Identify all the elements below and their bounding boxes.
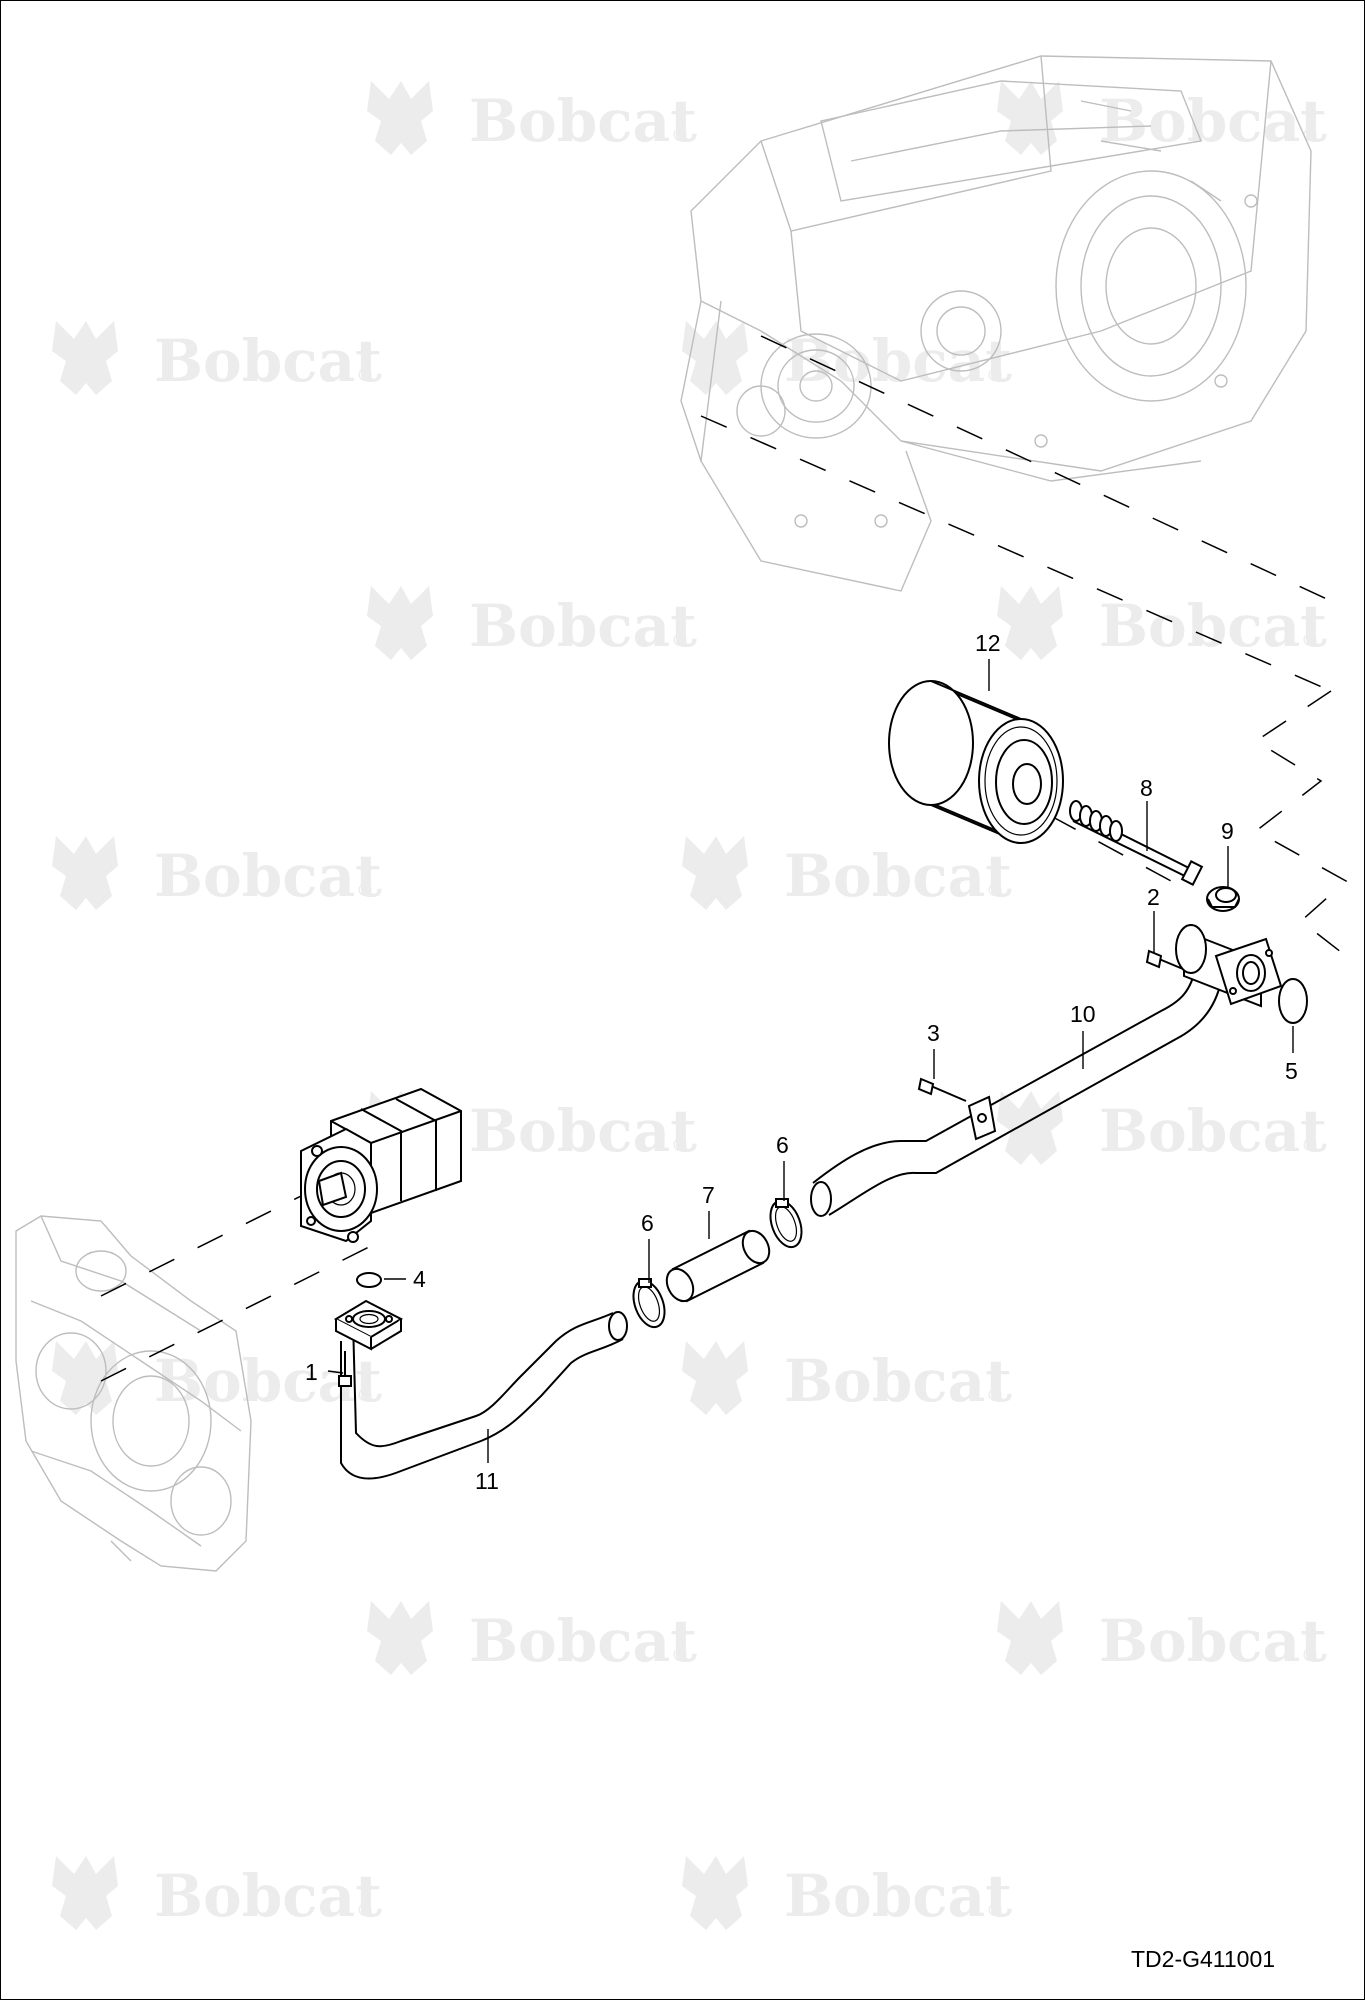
callout-6-left: 6 [641,1210,654,1236]
watermark-symbol: ® [671,630,689,651]
watermark-symbol: ® [671,1645,689,1666]
watermark-symbol: ® [1301,630,1319,651]
watermark: Bobcat® [52,836,382,910]
suction-pipe-lower[interactable] [333,1299,628,1480]
callout-7: 7 [702,1182,715,1208]
watermark-text: Bobcat [154,842,382,910]
callout-12: 12 [975,630,1001,656]
watermark-symbol: ® [1301,125,1319,146]
hose-clamp-right[interactable] [765,1197,808,1252]
watermark-text: Bobcat [1099,87,1327,155]
o-ring-large[interactable] [1278,978,1308,1024]
suction-pipe-upper[interactable] [810,924,1283,1217]
watermark-text: Bobcat [154,327,382,395]
watermark: Bobcat® [367,1601,697,1675]
callout-10: 10 [1070,1001,1096,1027]
watermark-text: Bobcat [469,592,697,660]
watermark: Bobcat® [367,81,697,155]
bobcat-logo-icon [997,81,1063,155]
bolt-flange[interactable] [1145,949,1184,970]
watermark: Bobcat® [682,321,1012,395]
drain-plug[interactable] [1206,886,1240,912]
callout-5: 5 [1285,1058,1298,1084]
watermark-text: Bobcat [469,1097,697,1165]
bobcat-logo-icon [52,321,118,395]
callout-11: 11 [475,1468,499,1494]
watermark: Bobcat® [682,1856,1012,1930]
bobcat-logo-icon [997,1601,1063,1675]
callout-3: 3 [927,1020,940,1046]
drawing-code: TD2-G411001 [1131,1946,1275,1972]
hose-clamp-left[interactable] [628,1277,671,1332]
bobcat-logo-icon [682,1341,748,1415]
watermark-text: Bobcat [1099,1607,1327,1675]
watermark-symbol: ® [356,1900,374,1921]
callout-6-right: 6 [776,1132,789,1158]
bobcat-logo-icon [367,1601,433,1675]
watermark: Bobcat® [997,586,1327,660]
watermark-symbol: ® [986,1385,1004,1406]
bobcat-logo-icon [682,321,748,395]
watermark: Bobcat® [997,1601,1327,1675]
watermark-text: Bobcat [154,1862,382,1930]
watermark: Bobcat® [997,1091,1327,1165]
engine-case-ghost [15,1215,252,1572]
watermark-text: Bobcat [1099,592,1327,660]
bobcat-logo-icon [997,1091,1063,1165]
watermark-text: Bobcat [784,327,1012,395]
bobcat-logo-icon [52,836,118,910]
watermark-symbol: ® [986,1900,1004,1921]
bobcat-logo-icon [52,1856,118,1930]
watermark-symbol: ® [356,1385,374,1406]
bobcat-logo-icon [997,586,1063,660]
watermark-text: Bobcat [784,1347,1012,1415]
watermark-symbol: ® [356,365,374,386]
o-ring-small[interactable] [356,1272,382,1288]
watermark: Bobcat® [367,586,697,660]
watermark-symbol: ® [1301,1645,1319,1666]
assembly-lines [100,335,1348,1382]
bobcat-logo-icon [52,1341,118,1415]
rubber-hose[interactable] [662,1226,775,1305]
transmission-housing-ghost [680,55,1312,592]
spring-rod[interactable] [1069,800,1204,886]
watermark: Bobcat® [997,81,1327,155]
watermark: Bobcat® [52,321,382,395]
bobcat-logo-icon [682,836,748,910]
watermark-symbol: ® [986,365,1004,386]
callout-labels: 1 2 3 4 5 6 6 7 8 9 10 11 12 [305,630,1298,1494]
callout-1: 1 [305,1359,318,1385]
filter-cartridge[interactable] [888,680,1064,844]
hydraulic-pump[interactable] [300,1087,462,1243]
watermark-text: Bobcat [784,842,1012,910]
callout-9: 9 [1221,818,1234,844]
callout-8: 8 [1140,775,1153,801]
leader-lines [327,659,1294,1463]
bolt-bracket[interactable] [917,1077,967,1102]
watermark-layer: Bobcat®Bobcat®Bobcat®Bobcat®Bobcat®Bobca… [52,81,1327,1930]
bobcat-logo-icon [682,1856,748,1930]
watermark: Bobcat® [52,1341,382,1415]
watermark-text: Bobcat [1099,1097,1327,1165]
watermark: Bobcat® [52,1856,382,1930]
watermark-text: Bobcat [469,1607,697,1675]
callout-2: 2 [1147,884,1160,910]
watermark-symbol: ® [1301,1135,1319,1156]
bolt-pipe-flange[interactable] [338,1351,352,1387]
watermark-symbol: ® [671,1135,689,1156]
bobcat-logo-icon [367,81,433,155]
callout-4: 4 [413,1266,426,1292]
watermark-text: Bobcat [469,87,697,155]
watermark-symbol: ® [986,880,1004,901]
watermark-text: Bobcat [784,1862,1012,1930]
watermark: Bobcat® [682,1341,1012,1415]
watermark-symbol: ® [671,125,689,146]
watermark-symbol: ® [356,880,374,901]
bobcat-logo-icon [367,586,433,660]
watermark: Bobcat® [682,836,1012,910]
